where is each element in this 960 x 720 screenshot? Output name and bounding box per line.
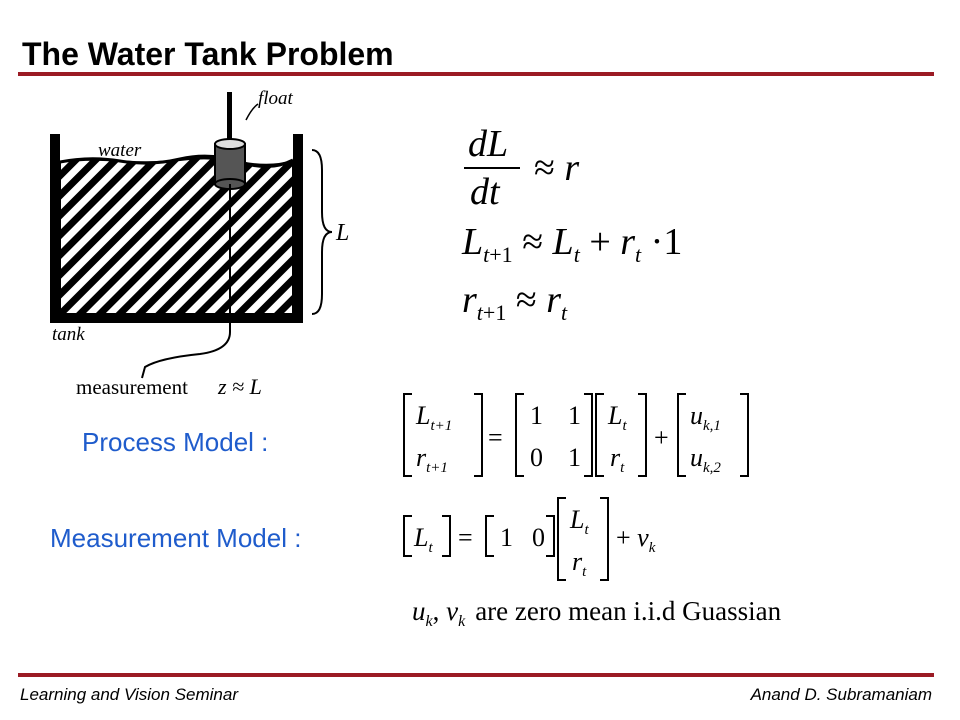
eq1-numerator: dL <box>468 123 508 165</box>
water-body <box>59 157 294 315</box>
svg-text:+: + <box>654 423 669 452</box>
level-brace-icon <box>311 149 333 315</box>
tank-left-wall <box>50 134 60 322</box>
matrix-a22: 1 <box>568 443 581 472</box>
eq1-denominator: dt <box>470 171 501 213</box>
matrix-a12: 1 <box>568 401 581 430</box>
process-model-label: Process Model : <box>82 427 269 457</box>
float-rod <box>227 92 232 162</box>
matrix-a11: 1 <box>530 401 543 430</box>
svg-text:=: = <box>458 523 473 552</box>
footer-author: Anand D. Subramaniam <box>750 685 932 704</box>
water-tank-diagram: float water tank L measurement z ≈ L <box>50 88 349 399</box>
measurement-equation: z ≈ L <box>217 374 262 399</box>
svg-text:rt+1: rt+1 <box>416 443 448 476</box>
svg-text:Lt: Lt <box>413 523 433 556</box>
tank-bottom <box>50 314 303 323</box>
measurement-cable <box>141 184 231 379</box>
float-label: float <box>258 88 294 109</box>
eq3: rt+1 ≈ rt <box>462 279 568 325</box>
measurement-model-equation: Lt = 1 0 Lt rt + vk <box>403 497 656 581</box>
dynamics-equations: dL dt ≈ r Lt+1 ≈ Lt + rt ·1 rt+1 ≈ rt <box>461 123 682 325</box>
tank-right-wall <box>293 134 303 322</box>
measurement-model-label: Measurement Model : <box>50 523 302 553</box>
matrix-a21: 0 <box>530 443 543 472</box>
eq1-rhs: ≈ r <box>534 147 579 189</box>
svg-text:+ vk: + vk <box>616 523 656 556</box>
svg-text:Lt: Lt <box>569 505 589 538</box>
eq2: Lt+1 ≈ Lt + rt ·1 <box>461 221 682 267</box>
level-label: L <box>335 220 349 246</box>
svg-text:Lt: Lt <box>607 401 627 434</box>
meas-row-1: 1 <box>500 523 513 552</box>
svg-text:uk,1: uk,1 <box>690 401 721 434</box>
footer-rule <box>18 673 934 677</box>
svg-text:rt: rt <box>610 443 625 476</box>
noise-note-text: are zero mean i.i.d Guassian <box>475 596 781 626</box>
water-surface <box>59 154 294 168</box>
water-label: water <box>98 140 142 161</box>
meas-row-2: 0 <box>532 523 545 552</box>
title-underline <box>18 72 934 76</box>
svg-text:=: = <box>488 423 503 452</box>
svg-text:Lt+1: Lt+1 <box>415 401 452 434</box>
svg-text:uk,2: uk,2 <box>690 443 721 476</box>
tank-label: tank <box>52 324 85 345</box>
page-title: The Water Tank Problem <box>22 36 394 72</box>
measurement-label: measurement <box>76 375 188 399</box>
process-model-equation: Lt+1 rt+1 = 1 1 0 1 Lt rt + uk,1 uk,2 <box>403 393 749 477</box>
footer-seminar: Learning and Vision Seminar <box>20 685 238 704</box>
svg-text:rt: rt <box>572 547 587 580</box>
